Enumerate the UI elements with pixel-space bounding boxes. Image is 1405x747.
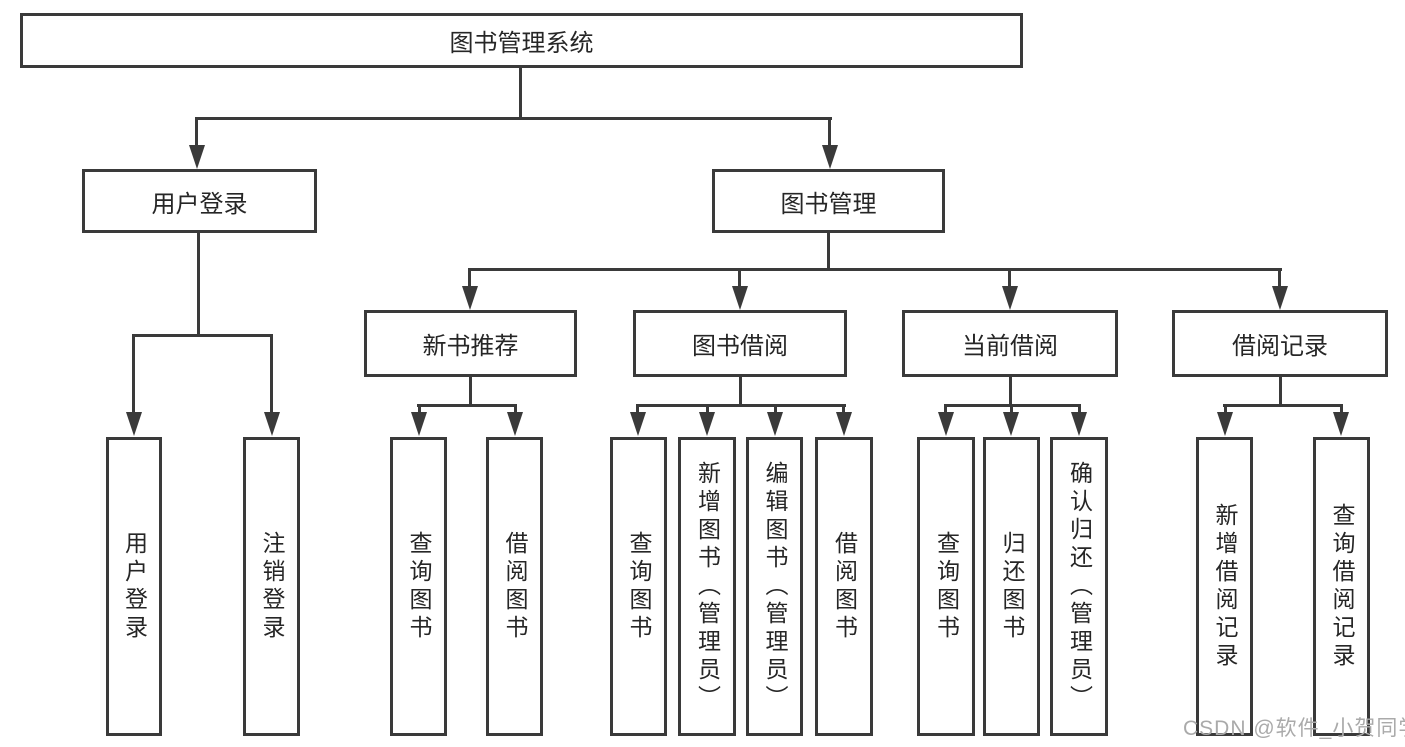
connector-line bbox=[944, 404, 947, 414]
connector-arrowhead bbox=[822, 145, 838, 169]
node-label: 图书借阅 bbox=[692, 333, 788, 360]
leaf-records-add-borrow-record: 新增借阅记录 bbox=[1196, 437, 1253, 736]
connector-line bbox=[842, 404, 845, 414]
connector-arrowhead bbox=[1333, 412, 1349, 436]
connector-arrowhead bbox=[1003, 412, 1019, 436]
leaf-logout: 注销登录 bbox=[243, 437, 300, 736]
connector-line bbox=[636, 404, 639, 414]
leaf-records-query-borrow-record: 查询借阅记录 bbox=[1313, 437, 1370, 736]
leaf-user-login: 用户登录 bbox=[106, 437, 162, 736]
leaf-current-return-books: 归还图书 bbox=[983, 437, 1040, 736]
connector-arrowhead bbox=[836, 412, 852, 436]
node-label: 注销登录 bbox=[259, 530, 285, 643]
connector-line bbox=[1278, 268, 1281, 288]
connector-line bbox=[1008, 268, 1011, 288]
connector-line bbox=[468, 268, 1282, 271]
connector-arrowhead bbox=[1217, 412, 1233, 436]
node-label: 查询图书 bbox=[933, 530, 960, 643]
connector-arrowhead bbox=[189, 145, 205, 169]
node-label: 用户登录 bbox=[121, 530, 148, 643]
connector-arrowhead bbox=[732, 286, 748, 310]
connector-line bbox=[1009, 375, 1012, 405]
leaf-current-query-books: 查询图书 bbox=[917, 437, 975, 736]
node-label: 确认归还（管理员） bbox=[1066, 460, 1093, 713]
connector-arrowhead bbox=[938, 412, 954, 436]
connector-arrowhead bbox=[699, 412, 715, 436]
node-new-book-recommend: 新书推荐 bbox=[364, 310, 577, 377]
node-label: 归还图书 bbox=[999, 530, 1025, 643]
connector-line bbox=[1010, 404, 1013, 414]
connector-arrowhead bbox=[1071, 412, 1087, 436]
connector-line bbox=[132, 334, 135, 414]
node-current-borrowing: 当前借阅 bbox=[902, 310, 1118, 377]
node-borrowing-records: 借阅记录 bbox=[1172, 310, 1388, 377]
connector-arrowhead bbox=[1272, 286, 1288, 310]
connector-line bbox=[1279, 375, 1282, 405]
node-label: 借阅记录 bbox=[1232, 333, 1328, 360]
connector-line bbox=[519, 66, 522, 119]
leaf-recommend-borrow-books: 借阅图书 bbox=[486, 437, 543, 736]
connector-line bbox=[636, 404, 846, 407]
connector-arrowhead bbox=[507, 412, 523, 436]
leaf-borrowing-edit-books-admin: 编辑图书（管理员） bbox=[746, 437, 803, 736]
connector-arrowhead bbox=[411, 412, 427, 436]
connector-line bbox=[1078, 404, 1081, 414]
connector-line bbox=[418, 404, 421, 414]
node-label: 查询借阅记录 bbox=[1329, 502, 1355, 671]
node-label: 查询图书 bbox=[626, 530, 652, 643]
connector-line bbox=[1223, 404, 1343, 407]
connector-line bbox=[514, 404, 517, 414]
connector-line bbox=[270, 334, 273, 414]
node-label: 编辑图书（管理员） bbox=[762, 460, 788, 713]
leaf-borrowing-borrow-books: 借阅图书 bbox=[815, 437, 873, 736]
node-label: 用户登录 bbox=[151, 190, 248, 218]
node-book-borrowing: 图书借阅 bbox=[633, 310, 847, 377]
connector-line bbox=[706, 404, 709, 414]
connector-arrowhead bbox=[126, 412, 142, 436]
node-label: 新增借阅记录 bbox=[1212, 502, 1238, 671]
connector-line bbox=[468, 268, 471, 288]
node-label: 当前借阅 bbox=[962, 333, 1058, 360]
connector-line bbox=[417, 404, 517, 407]
leaf-recommend-query-books: 查询图书 bbox=[390, 437, 447, 736]
connector-arrowhead bbox=[767, 412, 783, 436]
connector-line bbox=[1340, 404, 1343, 414]
node-library-management-system: 图书管理系统 bbox=[20, 13, 1023, 68]
node-label: 图书管理系统 bbox=[449, 30, 594, 57]
connector-line bbox=[197, 232, 200, 336]
connector-arrowhead bbox=[264, 412, 280, 436]
connector-line bbox=[738, 268, 741, 288]
node-label: 图书管理 bbox=[780, 190, 877, 218]
node-label: 借阅图书 bbox=[831, 530, 858, 643]
connector-line bbox=[195, 117, 198, 147]
node-label: 查询图书 bbox=[406, 530, 432, 643]
connector-line bbox=[828, 117, 831, 147]
node-label: 借阅图书 bbox=[502, 530, 528, 643]
node-label: 新增图书（管理员） bbox=[694, 460, 721, 713]
node-label: 新书推荐 bbox=[422, 333, 519, 360]
connector-line bbox=[1224, 404, 1227, 414]
connector-arrowhead bbox=[1002, 286, 1018, 310]
connector-line bbox=[469, 375, 472, 405]
connector-line bbox=[774, 404, 777, 414]
connector-line bbox=[196, 117, 832, 120]
connector-line bbox=[132, 334, 273, 337]
connector-arrowhead bbox=[630, 412, 646, 436]
connector-line bbox=[739, 375, 742, 405]
watermark: CSDN @软件_小贺同学 bbox=[1183, 717, 1405, 740]
connector-arrowhead bbox=[462, 286, 478, 310]
connector-line bbox=[827, 232, 830, 270]
node-user-login: 用户登录 bbox=[82, 169, 317, 233]
node-book-management: 图书管理 bbox=[712, 169, 945, 233]
leaf-current-confirm-return-admin: 确认归还（管理员） bbox=[1050, 437, 1108, 736]
leaf-borrowing-query-books: 查询图书 bbox=[610, 437, 667, 736]
leaf-borrowing-add-books-admin: 新增图书（管理员） bbox=[678, 437, 736, 736]
